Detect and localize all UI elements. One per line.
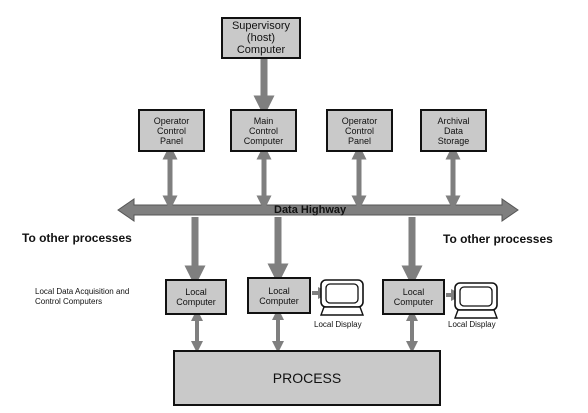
supervisory-computer-box: Supervisory (host) Computer <box>221 17 301 59</box>
local-daq-label: Local Data Acquisition and Control Compu… <box>35 287 130 306</box>
local-computer-3-box: Local Computer <box>382 279 445 315</box>
local-computer-1-box: Local Computer <box>165 279 227 315</box>
local-display-label-1: Local Display <box>314 320 362 329</box>
monitor-icon <box>319 279 365 316</box>
archival-data-storage-box: Archival Data Storage <box>420 109 487 152</box>
monitor-icon <box>453 282 499 319</box>
local-computer-2-box: Local Computer <box>247 277 311 314</box>
local-display-label-2: Local Display <box>448 320 496 329</box>
process-box: PROCESS <box>173 350 441 406</box>
main-control-computer-box: Main Control Computer <box>230 109 297 152</box>
data-highway-label: Data Highway <box>274 204 347 216</box>
operator-control-panel-left-box: Operator Control Panel <box>138 109 205 152</box>
operator-control-panel-right-box: Operator Control Panel <box>326 109 393 152</box>
to-other-processes-right-label: To other processes <box>443 232 553 246</box>
to-other-processes-left-label: To other processes <box>22 231 132 245</box>
data-highway-bar <box>117 198 519 222</box>
